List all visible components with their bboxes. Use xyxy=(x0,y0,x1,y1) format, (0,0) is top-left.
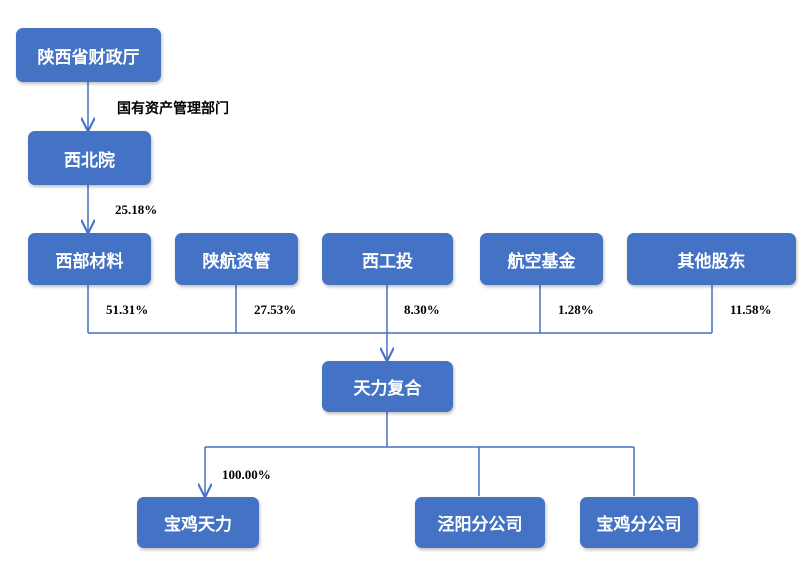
edge-label-state-asset-department: 国有资产管理部门 xyxy=(117,101,229,117)
node-baoji-tianli[interactable]: 宝鸡天力 xyxy=(137,497,259,548)
node-aviation-fund[interactable]: 航空基金 xyxy=(480,233,603,285)
edge-label-aviation-share: 27.53% xyxy=(254,302,297,317)
edge-label-institute-share: 25.18% xyxy=(115,202,158,217)
node-xigong-investment[interactable]: 西工投 xyxy=(322,233,453,285)
node-tianli-composite[interactable]: 天力复合 xyxy=(322,361,453,412)
node-western-materials[interactable]: 西部材料 xyxy=(28,233,151,285)
node-jingyang-branch[interactable]: 泾阳分公司 xyxy=(415,497,545,548)
edge-label-xigong-share: 8.30% xyxy=(404,302,440,317)
node-baoji-branch[interactable]: 宝鸡分公司 xyxy=(580,497,698,548)
edge-label-others-share: 11.58% xyxy=(730,302,772,317)
node-other-shareholders[interactable]: 其他股东 xyxy=(627,233,796,285)
node-shaanxi-finance-department[interactable]: 陕西省财政厅 xyxy=(16,28,161,82)
edge-label-materials-share: 51.31% xyxy=(106,302,149,317)
edge-label-baoji-tianli-share: 100.00% xyxy=(222,467,271,482)
node-shaanxi-aviation-asset[interactable]: 陕航资管 xyxy=(175,233,298,285)
node-northwest-institute[interactable]: 西北院 xyxy=(28,131,151,185)
edge-label-fund-share: 1.28% xyxy=(558,302,594,317)
